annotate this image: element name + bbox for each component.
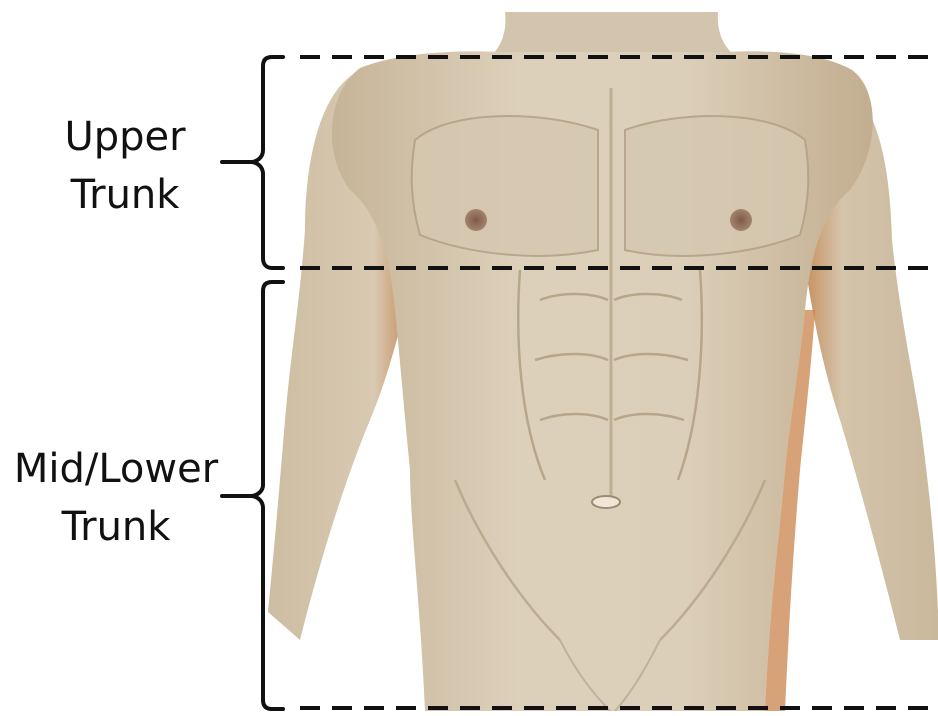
navel	[592, 496, 620, 508]
mid-lower-trunk-label: Mid/Lower Trunk	[6, 440, 226, 556]
pectoral-right	[625, 116, 808, 256]
pectoral-left	[412, 116, 598, 256]
mid-lower-trunk-bracket	[222, 282, 283, 709]
nipple-right	[730, 209, 752, 231]
upper-trunk-label-line-2: Trunk	[40, 166, 210, 224]
nipple-left	[465, 209, 487, 231]
mid-lower-trunk-label-line-1: Mid/Lower	[6, 440, 226, 498]
upper-trunk-bracket	[222, 57, 283, 268]
upper-trunk-label: Upper Trunk	[40, 108, 210, 224]
mid-lower-trunk-label-line-2: Trunk	[6, 498, 226, 556]
upper-trunk-label-line-1: Upper	[40, 108, 210, 166]
